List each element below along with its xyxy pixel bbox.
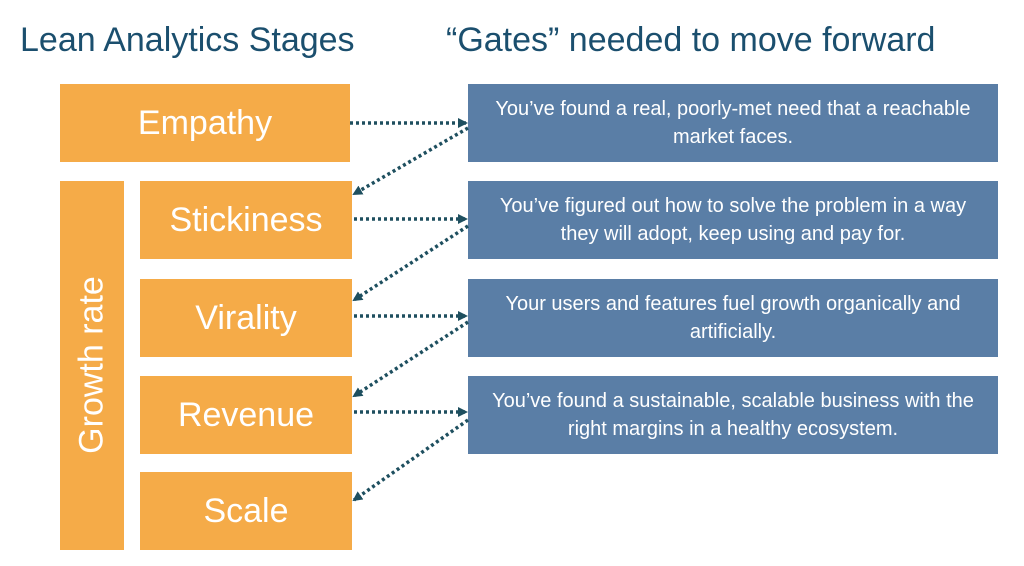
arrow-gate-to-revenue: [352, 320, 469, 398]
gate-empathy: You’ve found a real, poorly-met need tha…: [468, 84, 998, 162]
gates-heading: “Gates” needed to move forward: [446, 21, 936, 59]
stage-revenue: Revenue: [140, 376, 352, 454]
stage-empathy: Empathy: [60, 84, 350, 162]
arrow-gate-to-virality: [352, 224, 469, 302]
gate-stickiness: You’ve figured out how to solve the prob…: [468, 181, 998, 259]
gate-revenue: You’ve found a sustainable, scalable bus…: [468, 376, 998, 454]
arrow-gate-to-stickiness: [352, 126, 469, 196]
gate-virality: Your users and features fuel growth orga…: [468, 279, 998, 357]
arrow-gate-to-scale: [352, 418, 470, 502]
growth-rate-bar: [60, 181, 124, 550]
stage-stickiness: Stickiness: [140, 181, 352, 259]
stage-virality: Virality: [140, 279, 352, 357]
stages-heading: Lean Analytics Stages: [20, 21, 355, 59]
stage-scale: Scale: [140, 472, 352, 550]
